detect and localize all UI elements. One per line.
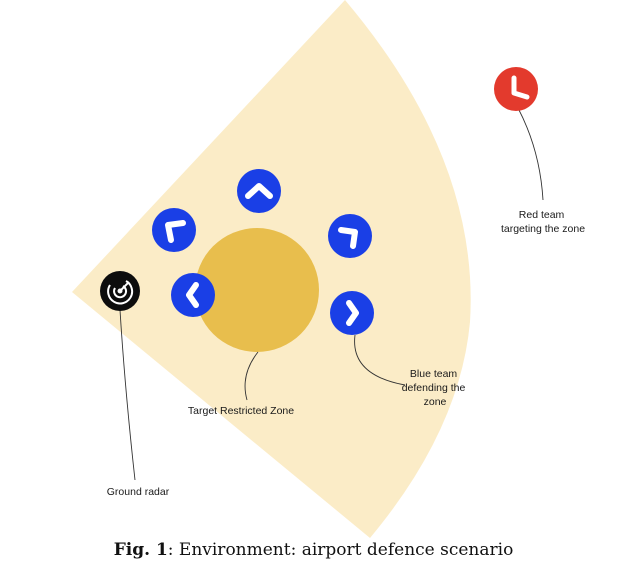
- blue-team-connector: [354, 334, 406, 386]
- blue-agent-right: [330, 291, 374, 335]
- figure-caption: Fig. 1: Environment: airport defence sce…: [0, 540, 627, 560]
- blue-team-label: Blue team defending the zone: [402, 368, 469, 408]
- target-zone-connector: [244, 351, 259, 401]
- red-team-label: Red team targeting the zone: [501, 209, 585, 235]
- target-restricted-zone: [195, 228, 319, 352]
- figure-number: Fig. 1: [113, 540, 168, 560]
- ground-radar: [100, 271, 140, 311]
- figure-caption-text: : Environment: airport defence scenario: [167, 540, 514, 560]
- ground-radar-connector: [119, 309, 136, 481]
- blue-agent-upper-right: [328, 214, 372, 258]
- chevron-up-icon: [245, 183, 273, 199]
- red-agent: [494, 67, 538, 111]
- radar-icon: [107, 280, 134, 305]
- target-zone-label: Target Restricted Zone: [188, 405, 294, 417]
- chevron-right-icon: [346, 300, 359, 326]
- chevron-upleft-icon: [165, 220, 186, 243]
- blue-agent-upper-left: [152, 208, 196, 252]
- chevron-upright-icon: [338, 227, 358, 249]
- blue-agent-top: [237, 169, 281, 213]
- chevron-left-icon: [186, 282, 199, 308]
- ground-radar-label: Ground radar: [107, 486, 170, 498]
- clock-arrow-icon: [511, 75, 530, 100]
- blue-agent-left: [171, 273, 215, 317]
- red-team-connector: [517, 107, 544, 201]
